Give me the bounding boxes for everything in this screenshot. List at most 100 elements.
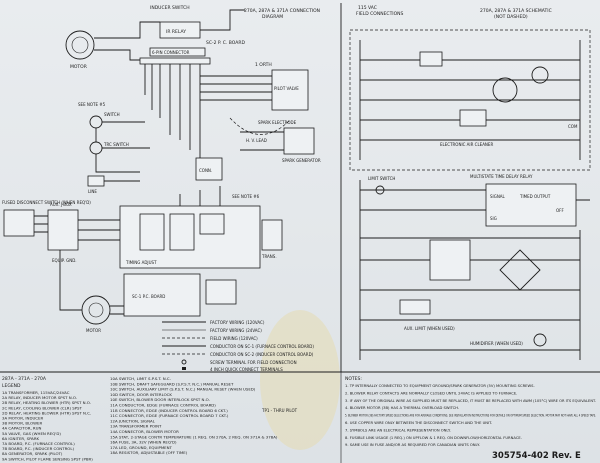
- equip-gnd-label: EQUIP. GND.: [52, 258, 77, 263]
- wire-motor-connector: [94, 49, 140, 61]
- eac-block: [459, 109, 487, 127]
- sc1-board: [123, 273, 201, 317]
- lim-switch-symbol: [375, 185, 385, 195]
- blower-motor-symbol: [81, 295, 111, 325]
- note-item: 9. SAME USE IN FUSE AND/OR AS REQUIRED F…: [345, 443, 480, 447]
- legend-item: 11C CONNECTOR, EDGE (FURNACE CONTROL BOA…: [110, 413, 229, 418]
- see-note-5: SEE NOTE #5: [78, 102, 106, 107]
- board-feed: [179, 186, 221, 206]
- legend-item: 14A CONNECTOR, BLOWER MOTOR: [110, 429, 179, 434]
- wire-relay-switch: [200, 9, 245, 31]
- rectifier-bridge: [499, 249, 541, 291]
- motor-label: MOTOR: [70, 64, 87, 70]
- aux-jbox-label: AUX. J-BOX: [50, 202, 72, 207]
- board-label: SC-2 P. C. BOARD: [206, 40, 245, 46]
- legend-quick-connect: [182, 367, 186, 370]
- fuse-link: [87, 175, 105, 187]
- legend-item: 6A IGNITER, SPARK: [2, 436, 40, 441]
- schematic-blower-motor: [492, 77, 518, 103]
- lim-switch-label: LIMIT SWITCH: [368, 176, 395, 181]
- inducer-motor-rotor: [71, 36, 89, 54]
- humidifier-label: HUMIDIFIER (WHEN USED): [470, 341, 523, 346]
- legend-item: 10E SWITCH, BLOWER DOOR INTERLOCK SPST N…: [110, 397, 210, 402]
- legend-item: 2D RELAY, HEATING BLOWER (HTR) SPST N.C.: [2, 410, 91, 415]
- line-label: LINE: [88, 189, 97, 194]
- time-delay-relay: [485, 183, 577, 227]
- wire-motor-relay: [94, 21, 160, 39]
- limit-switch-b: [89, 141, 103, 155]
- conn-block: [195, 157, 223, 181]
- electronic-air-cleaner: ELECTRONIC AIR CLEANER: [440, 142, 493, 147]
- legend-item: 17A LED, GROUND, EQUIPMENT: [110, 445, 173, 450]
- legend-item: 18A RESISTOR, ADJUSTABLE (OFF TIME): [110, 450, 188, 455]
- legend-item: 2A RELAY, INDUCER MOTOR SPST N.O.: [2, 395, 77, 400]
- spark-generator-label: SPARK GENERATOR: [282, 158, 321, 163]
- switch-wires: [95, 121, 150, 173]
- schematic: 115 VAC FIELD CONNECTIONS 270A, 287A & 3…: [349, 5, 591, 360]
- spark-wires: [240, 131, 284, 151]
- legend-item: 9A SWITCH, PILOT FLAME SENSING SPST (PBR…: [2, 456, 93, 461]
- hv-lead-label: H. V. LEAD: [246, 138, 267, 143]
- legend-heading: LEGEND: [2, 383, 21, 389]
- schematic-header-top: 115 VAC: [358, 5, 377, 11]
- legend-item: 10A SWITCH, LIMIT S.P.S.T. N.C.: [110, 376, 171, 381]
- note-item: 3. IF ANY OF THE ORIGINAL WIRE AS SUPPLI…: [345, 399, 596, 403]
- legend-item: 3A MOTOR, INDUCER: [2, 416, 43, 421]
- timing-adjust-label: TIMING ADJUST: [125, 260, 157, 265]
- gas-valve-block: [429, 239, 471, 281]
- signal-label: SIGNAL: [490, 194, 506, 199]
- conn-label: CONN.: [199, 168, 212, 173]
- relay-block-b: [169, 213, 195, 251]
- relay-block-a: [139, 213, 165, 251]
- legend-quick: 4 INCH QUICK CONNECT TERMINALS: [210, 367, 283, 372]
- terminal-strip: [205, 279, 237, 305]
- aux-limit-block: [399, 299, 431, 315]
- limit-switch-a: [89, 115, 103, 129]
- note-item: 1. TP INTERNALLY CONNECTED TO EQUIPMENT …: [345, 384, 535, 388]
- pilot-label: TP1 - THRU PILOT: [261, 408, 298, 413]
- transformer: [261, 219, 283, 251]
- switch-label: SWITCH: [104, 112, 120, 117]
- legend-item: 7A BOARD, P.C. (FURNACE CONTROL): [2, 441, 75, 446]
- sig-label: SIG: [490, 216, 497, 221]
- aux-limit-label: AUX. LIMIT (WHEN USED): [404, 326, 455, 331]
- low-voltage-rails: [359, 180, 581, 360]
- note-item: 6. USE COPPER WIRE ONLY BETWEEN THE DISC…: [345, 421, 492, 425]
- timed-output-label: TIMED OUTPUT: [519, 194, 551, 199]
- legend-factory-24: FACTORY WIRING (24VAC): [210, 328, 262, 333]
- note-item: 5. BLOWER MOTOR (3B) FACTORY SPEED SELEC…: [345, 414, 596, 418]
- blower-motor-label: MOTOR: [86, 328, 101, 333]
- part-number: 305754-402 Rev. E: [492, 451, 581, 461]
- tr-switch-label: TRC SWITCH: [103, 142, 129, 147]
- aux-jbox: [47, 209, 79, 251]
- legend: 287A - 371A - 270A LEGEND 1A TRANSFORMER…: [2, 376, 298, 461]
- power-section: [349, 29, 591, 171]
- notes-heading: NOTES:: [345, 376, 362, 382]
- legend-item: 5A VALVE, GAS (WHEN REQ'D): [2, 431, 61, 436]
- legend-item: 10C SWITCH, AUXILIARY LIMIT (S.P.S.T. N.…: [110, 387, 256, 392]
- legend-item: 15A STAT, 2-STAGE CONTR TEMPERATURE (1 R…: [110, 434, 278, 439]
- inducer-motor-symbol: [65, 30, 95, 60]
- power-rails: [359, 40, 581, 160]
- connector-pins: [139, 57, 211, 65]
- legend-item: 16A FUSE, 3A, 32V (WHEN REQ'D): [110, 440, 177, 445]
- legend-item: 3B MOTOR, BLOWER: [2, 421, 42, 426]
- legend-field-120: FIELD WIRING (120VAC): [210, 336, 258, 341]
- connection-title-2: DIAGRAM: [262, 14, 283, 20]
- notes-items: 1. TP INTERNALLY CONNECTED TO EQUIPMENT …: [345, 384, 596, 447]
- see-note-6: SEE NOTE #6: [232, 194, 260, 199]
- connector-label: 6-PIN CONNECTOR: [152, 50, 190, 55]
- hum-relay: [419, 51, 443, 67]
- fused-disconnect: [3, 209, 35, 237]
- legend-item: 4A CAPACITOR, RUN: [2, 426, 41, 431]
- connection-diagram: 270A, 287A & 371A CONNECTION DIAGRAM MOT…: [2, 5, 321, 372]
- legend-item: 8A GENERATOR, SPARK (PILOT): [2, 451, 63, 456]
- legend-item: 11B CONNECTOR, EDGE (INDUCER CONTROL BOA…: [110, 408, 228, 413]
- multistate-label: MULTISTATE TIME DELAY RELAY: [470, 174, 533, 179]
- legend-item: 13A TRANSFORMER POINT: [110, 424, 162, 429]
- pilot-valve-label: PILOT VALVE: [274, 86, 299, 91]
- schematic-inducer-motor: [531, 66, 549, 84]
- valve-wires: [200, 75, 272, 101]
